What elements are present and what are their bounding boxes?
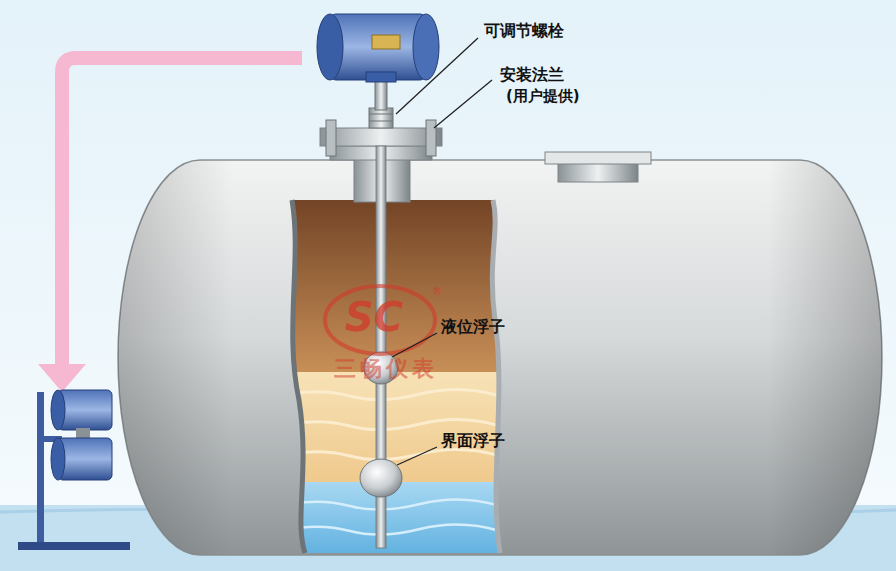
watermark: ®: [432, 286, 442, 298]
part-label: 可调节螺栓: [484, 22, 564, 40]
part-note: (用户提供): [506, 88, 580, 105]
part-label: 液位浮子: [441, 318, 505, 336]
part-label: 界面浮子: [441, 432, 505, 450]
watermark: SC: [345, 294, 403, 340]
watermark: 三畅仪表: [334, 356, 438, 381]
part-label: 安装法兰: [500, 66, 564, 84]
